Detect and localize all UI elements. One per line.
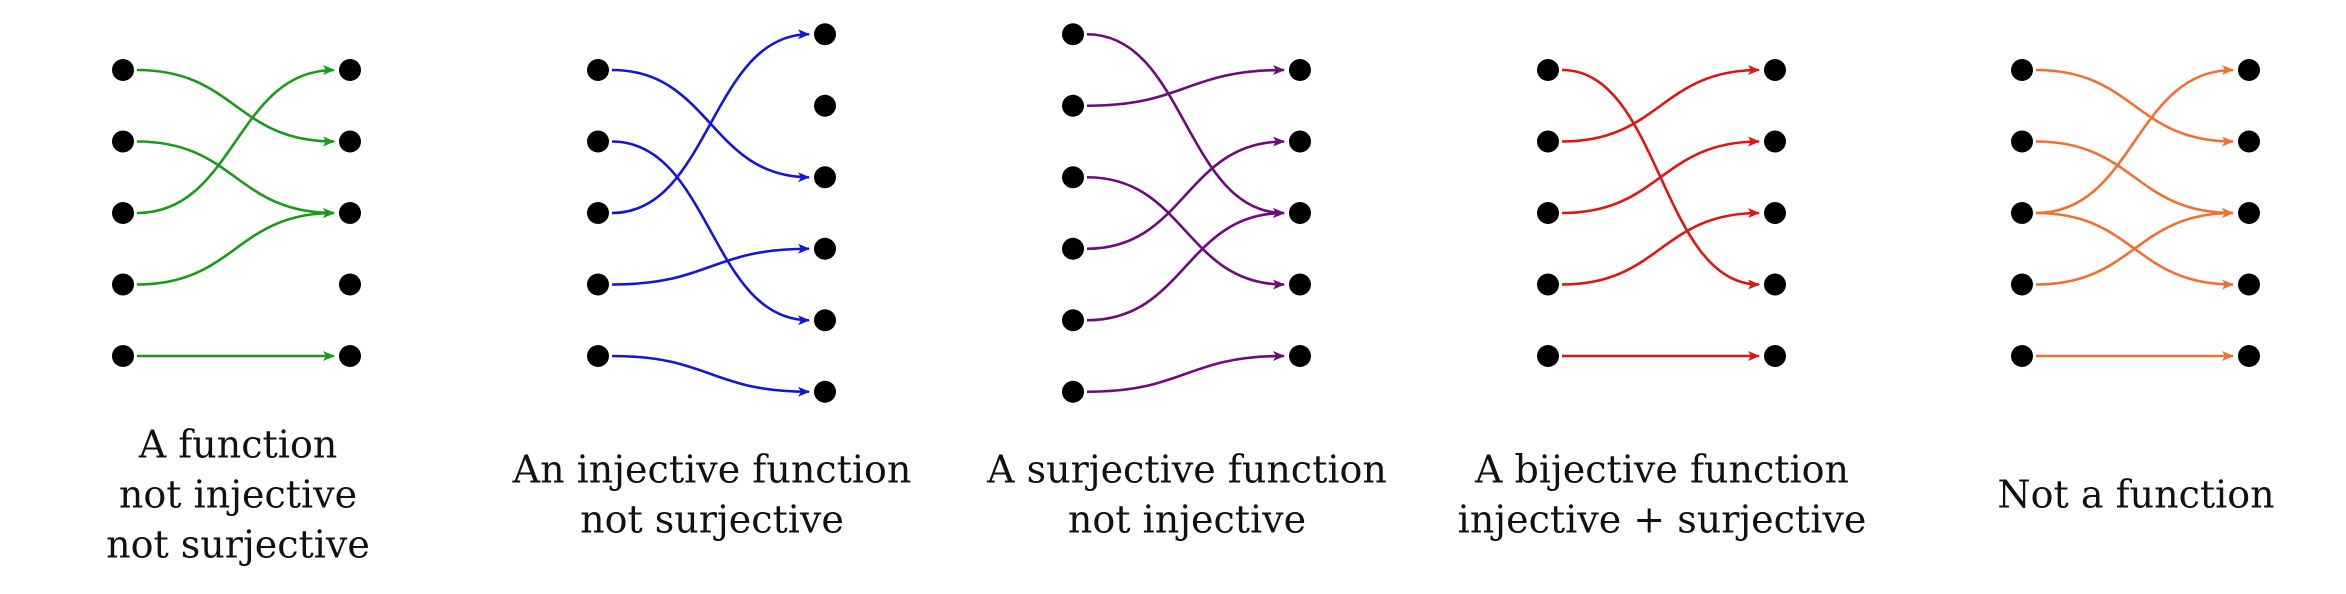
panel-caption-line: not surjective <box>580 498 844 542</box>
mapping-arrow <box>1561 65 1760 143</box>
codomain-dot <box>1764 59 1786 81</box>
domain-dot <box>1537 345 1559 367</box>
panel-function: A function not injective not surjective <box>106 59 370 567</box>
domain-dot <box>587 273 609 296</box>
panel-caption-line: An injective function <box>512 448 912 492</box>
codomain-dot <box>339 130 361 153</box>
codomain-dot <box>339 202 361 224</box>
domain-dot <box>1062 309 1084 332</box>
mapping-arrow <box>136 208 335 286</box>
panel-caption-line: A bijective function <box>1474 448 1849 492</box>
codomain-dot <box>814 309 836 332</box>
mapping-arrow <box>611 140 810 326</box>
panel-caption-line: not injective <box>119 473 357 517</box>
mapping-arrow <box>1086 175 1285 290</box>
panel-not-function: Not a function <box>1997 59 2275 517</box>
mapping-arrow <box>611 354 810 397</box>
codomain-dot <box>339 273 361 296</box>
domain-dot <box>1537 273 1559 296</box>
domain-dot <box>2011 59 2033 81</box>
codomain-dot <box>1764 273 1786 296</box>
codomain-dot <box>2238 202 2260 224</box>
domain-dot <box>587 202 609 224</box>
mapping-arrow <box>1086 208 1285 322</box>
mapping-arrow <box>1086 351 1285 394</box>
domain-dot <box>112 345 134 367</box>
codomain-dot <box>2238 130 2260 153</box>
mapping-arrow <box>136 65 335 215</box>
codomain-dot <box>814 94 836 117</box>
domain-dot <box>1537 202 1559 224</box>
codomain-dot <box>339 345 361 367</box>
codomain-dot <box>1764 130 1786 153</box>
codomain-dot <box>814 23 836 46</box>
mapping-arrow <box>611 29 810 215</box>
mapping-arrow <box>611 243 810 286</box>
mapping-arrow <box>2035 208 2234 286</box>
mapping-arrow <box>1086 32 1285 218</box>
domain-dot <box>1062 94 1084 117</box>
codomain-dot <box>814 166 836 189</box>
panel-caption-line: not surjective <box>106 523 370 567</box>
domain-dot <box>112 130 134 153</box>
panel-injective: An injective function not surjective <box>512 23 912 542</box>
codomain-dot <box>339 59 361 81</box>
panel-caption-line: injective + surjective <box>1458 498 1867 542</box>
mapping-arrow <box>136 140 335 218</box>
domain-dot <box>1537 130 1559 153</box>
codomain-dot <box>2238 59 2260 81</box>
codomain-dot <box>1289 345 1311 367</box>
mapping-arrow <box>2035 140 2234 218</box>
mapping-arrow <box>2035 65 2234 215</box>
domain-dot <box>1062 23 1084 46</box>
domain-dot <box>1062 166 1084 189</box>
domain-dot <box>2011 202 2033 224</box>
panel-surjective: A surjective function not injective <box>986 23 1387 542</box>
mapping-arrow <box>2035 68 2234 147</box>
codomain-dot <box>2238 273 2260 296</box>
panel-bijective: A bijective function injective + surjecti… <box>1458 59 1867 542</box>
codomain-dot <box>814 237 836 260</box>
domain-dot <box>587 345 609 367</box>
codomain-dot <box>814 380 836 403</box>
domain-dot <box>112 59 134 81</box>
panel-caption-line: A function <box>138 423 338 467</box>
domain-dot <box>2011 273 2033 296</box>
codomain-dot <box>1289 130 1311 153</box>
domain-dot <box>587 130 609 153</box>
domain-dot <box>112 202 134 224</box>
domain-dot <box>112 273 134 296</box>
domain-dot <box>587 59 609 81</box>
mapping-arrow <box>1086 65 1285 108</box>
codomain-dot <box>2238 345 2260 367</box>
panel-caption-line: Not a function <box>1997 473 2274 517</box>
domain-dot <box>1062 380 1084 403</box>
codomain-dot <box>1289 202 1311 224</box>
mapping-arrow <box>1086 136 1285 251</box>
mapping-arrow <box>1561 136 1760 215</box>
panel-caption-line: A surjective function <box>986 448 1387 492</box>
domain-dot <box>1062 237 1084 260</box>
domain-dot <box>1537 59 1559 81</box>
panel-caption-line: not injective <box>1068 498 1306 542</box>
codomain-dot <box>1289 59 1311 81</box>
mapping-arrow <box>136 68 335 147</box>
domain-dot <box>2011 130 2033 153</box>
domain-dot <box>2011 345 2033 367</box>
mapping-arrow <box>1561 208 1760 286</box>
codomain-dot <box>1764 345 1786 367</box>
codomain-dot <box>1764 202 1786 224</box>
codomain-dot <box>1289 273 1311 296</box>
